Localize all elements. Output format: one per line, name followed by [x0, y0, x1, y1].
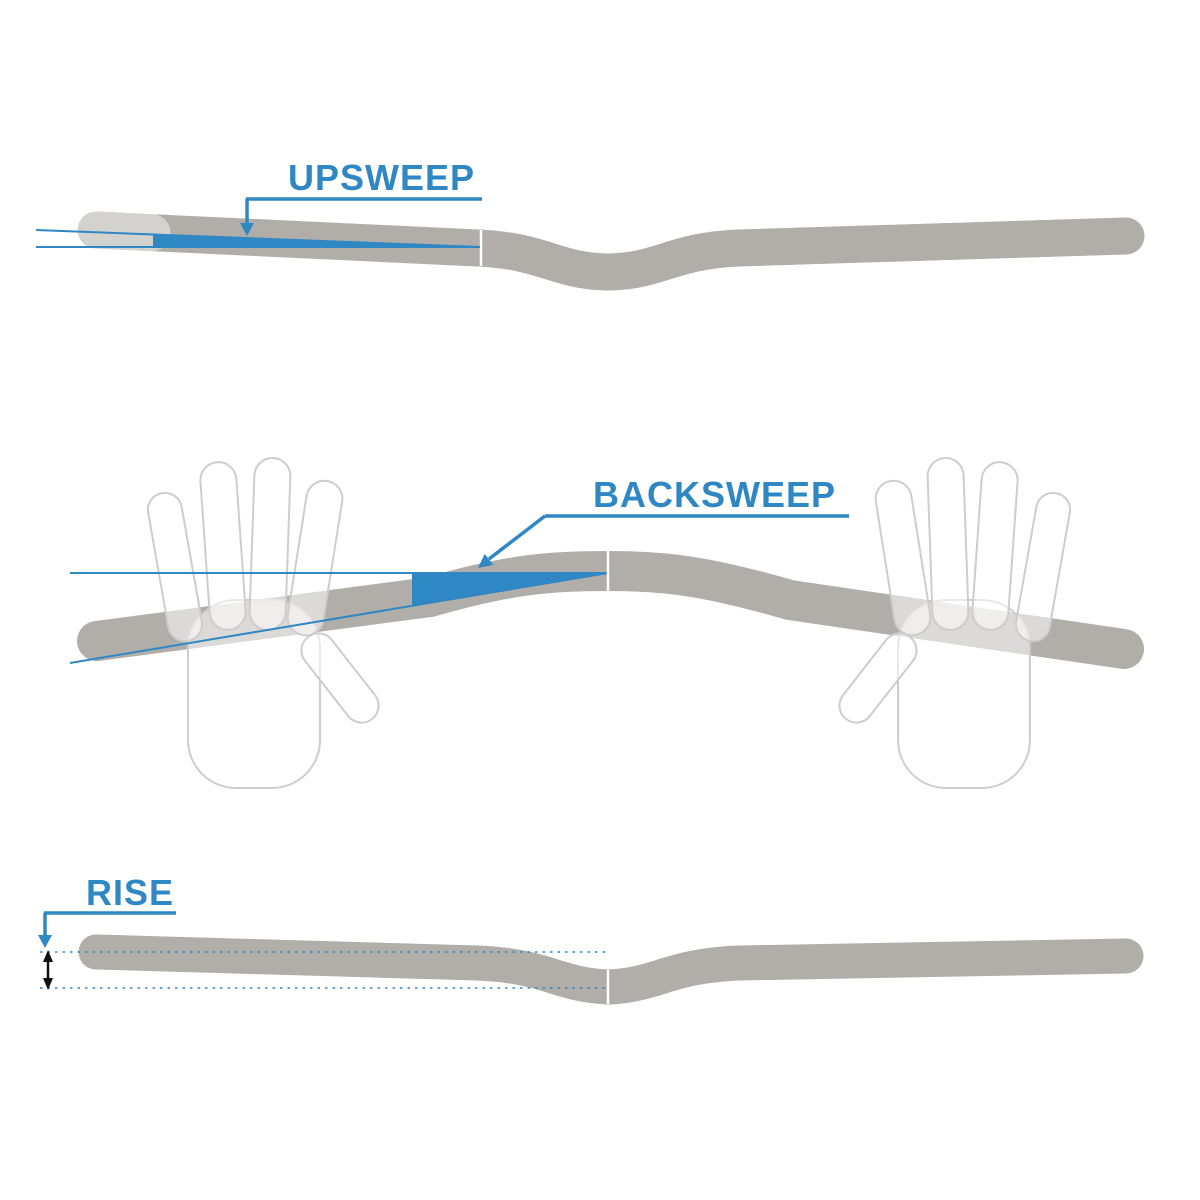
upsweep-label: UPSWEEP — [288, 157, 475, 198]
upsweep-grip-axis-line — [35, 229, 481, 248]
rise-label: RISE — [86, 872, 174, 913]
backsweep-label: BACKSWEEP — [593, 474, 836, 515]
upsweep-angle-wedge — [153, 234, 480, 247]
rise-measure-arrowhead-down-icon — [43, 978, 53, 990]
rise-arrowhead-icon — [38, 935, 52, 948]
upsweep-section: UPSWEEP — [35, 157, 1145, 291]
backsweep-arrow-shaft — [487, 514, 547, 561]
rise-section: RISE — [38, 872, 1144, 1005]
handlebar-front-view-rise — [78, 934, 1144, 1005]
rise-measure-arrowhead-up-icon — [43, 950, 53, 962]
backsweep-arrowhead-icon — [478, 553, 494, 568]
backsweep-section: BACKSWEEP — [69, 456, 1144, 789]
grip-highlight-left — [75, 211, 171, 252]
handlebar-front-view — [77, 211, 1145, 291]
backsweep-angle-wedge — [412, 573, 608, 606]
upsweep-arrowhead-icon — [240, 223, 254, 236]
